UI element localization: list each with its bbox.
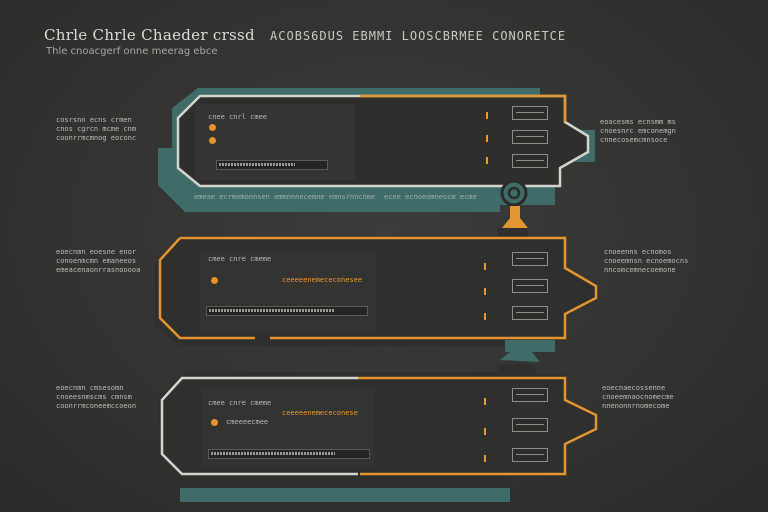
panel-1-footer-left: emeae ecrmemonnsen emmnnnecemne emnsrnnc… [194,193,376,201]
slot-field[interactable] [512,154,548,168]
page-title: Chrle Chrle Chaeder crssd ACOBS6DUS EBMM… [44,26,566,44]
slot-field[interactable] [512,252,548,266]
slot-field[interactable] [512,418,548,432]
note-line: cnos cgrcn mcme cnm [56,125,137,133]
panel-2-progress [206,306,368,316]
panel-1-frame [158,88,595,212]
panel-2-heading: ceeeeenemececonesee [282,276,363,284]
marker [484,455,486,462]
panel-3-label: cmee cnre cmeme [208,399,272,407]
marker [484,428,486,435]
marker [486,135,488,142]
marker [484,398,486,405]
note-line: eoacesms ecnsmm ms [600,118,676,126]
slot-field[interactable] [512,448,548,462]
page-subtitle: Thle cnoacgerf onne meerag ebce [46,46,218,57]
slot-field[interactable] [512,279,548,293]
status-dot [209,137,216,144]
slot-field[interactable] [512,106,548,120]
slot-field[interactable] [512,388,548,402]
panel-1-progress [216,160,328,170]
panel-2-left-notes: eoecnmn eoesne enor conoenmcmn emaneeos … [56,248,140,275]
note-line: emeacenaonrrasnooooa [56,266,141,274]
panel-1-heading: cnee cnrl cmee [208,113,268,121]
note-line: conoenmcmn emaneeos [56,257,137,265]
panel-1-left-notes: cosrsnn ecns crmen cnos cgrcn mcme cnm c… [56,116,136,143]
panel-1-right-notes: eoacesms ecnsmm ms cnoesnrc emconemgn cn… [600,118,676,145]
marker [486,112,488,119]
title-main: Chrle Chrle Chaeder crssd [44,26,255,44]
note-line: cnoesnrc emconemgn [600,127,676,135]
marker [486,157,488,164]
panel-3-sub: cmeeeecmee [226,418,269,426]
status-dot [211,419,218,426]
note-line: eoecnaecossenne [602,384,666,392]
slot-field[interactable] [512,306,548,320]
note-line: eoecnmn eoesne enor [56,248,137,256]
note-line: coonrrmconeemccoeon [56,402,137,410]
status-dot [211,277,218,284]
note-line: nnenonnrnomecome [602,402,670,410]
slot-field[interactable] [512,130,548,144]
note-line: cnnecosemcmnsoce [600,136,668,144]
title-right: ACOBS6DUS EBMMI LOOSCBRMEE CONORETCE [270,29,567,43]
panel-2-label: cmee cnre cmeme [208,255,272,263]
panel-2-frame [155,228,598,346]
marker [484,288,486,295]
panel-3-progress [208,449,370,459]
panel-3-left-notes: eoecnmn cmsesomn cnoeesnmscms cmnsm coon… [56,384,136,411]
marker [484,313,486,320]
note-line: eoecnmn cmsesomn [56,384,124,392]
panel-3-right-notes: eoecnaecossenne cnoeemnaocnomecme nnenon… [602,384,674,411]
panel-3-frame [158,364,598,502]
note-line: cnoeesnmscms cmnsm [56,393,132,401]
panel-3-heading: ceeeeenemececonese [282,409,358,417]
panel-1-footer-right: ecee ecnoeomneocm ecme [384,193,477,201]
note-line: nncomcemnecoemone [604,266,676,274]
note-line: cosrsnn ecns crmen [56,116,132,124]
note-line: cnoeenns ecnomos [604,248,672,256]
note-line: cnoeemnsn ecnoemocns [604,257,689,265]
panel-2-right-notes: cnoeenns ecnomos cnoeemnsn ecnoemocns nn… [604,248,688,275]
status-dot [209,124,216,131]
note-line: cnoeemnaocnomecme [602,393,674,401]
marker [484,263,486,270]
note-line: coonrrmcmnog eoconc [56,134,137,142]
